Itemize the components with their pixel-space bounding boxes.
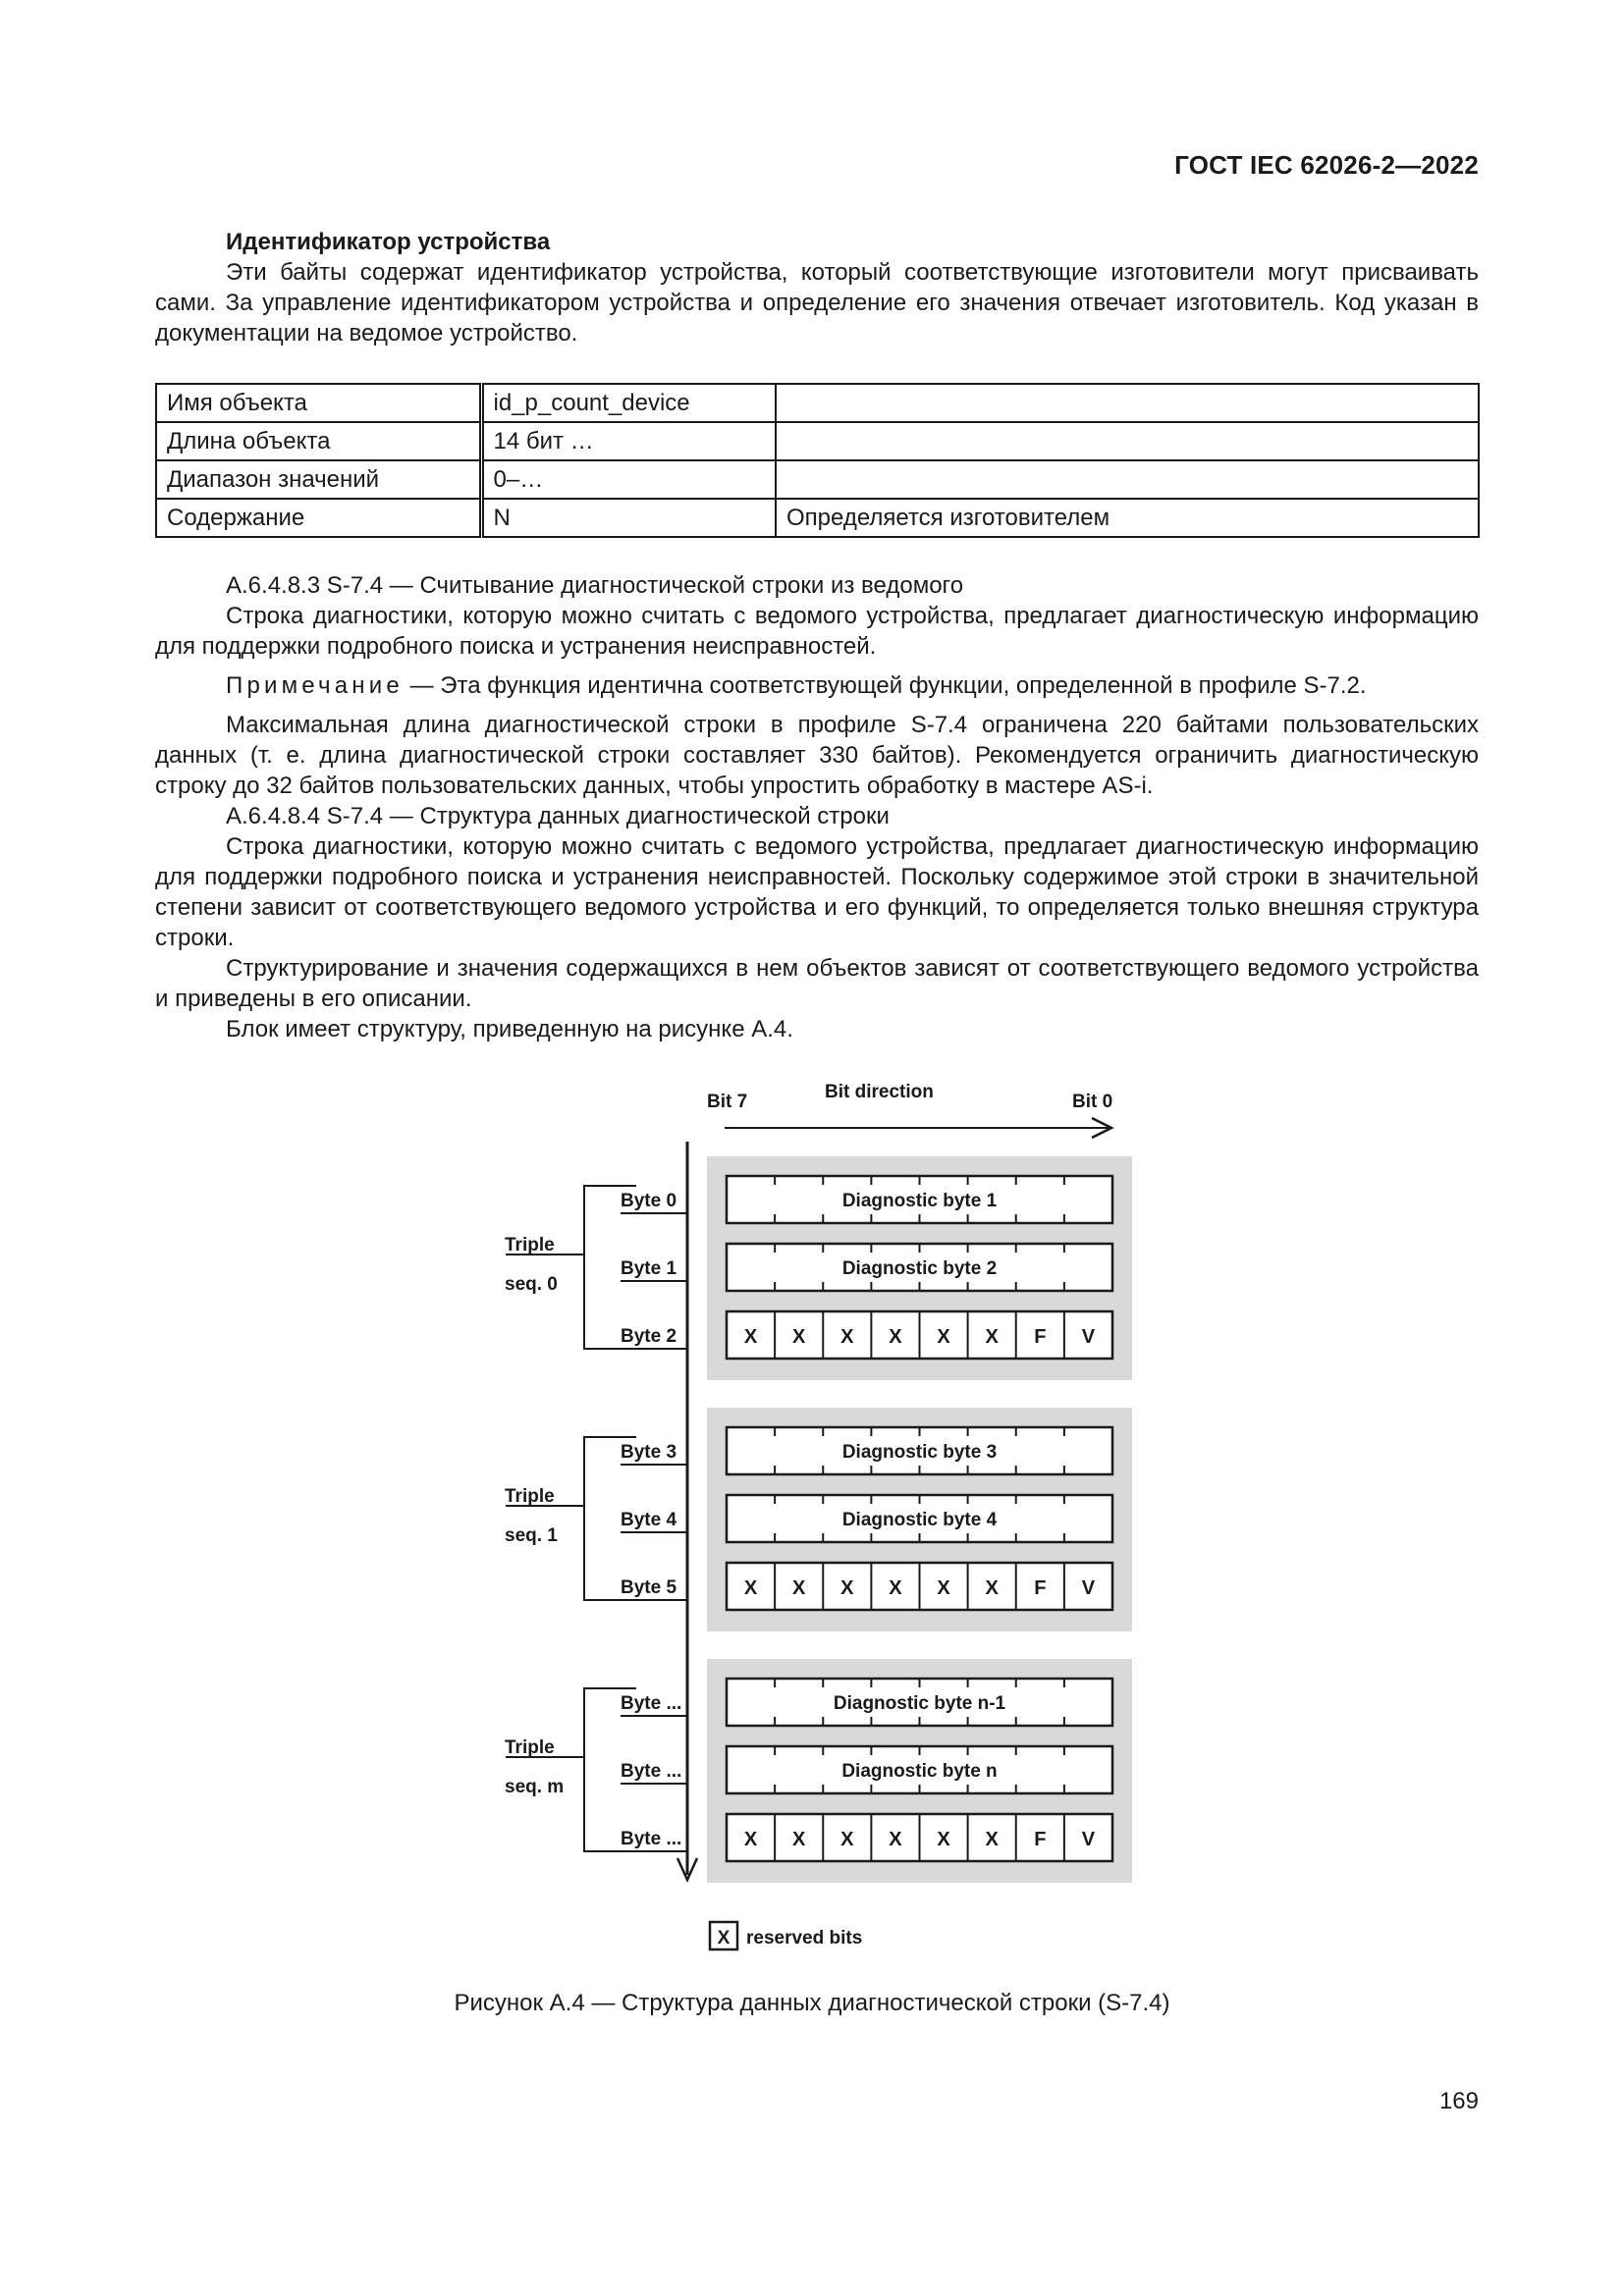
legend-symbol: X bbox=[718, 1928, 731, 1949]
bit-cell-label: X bbox=[840, 1577, 854, 1599]
bit-cell-label: X bbox=[889, 1326, 902, 1348]
bit-cell-label: F bbox=[1034, 1829, 1046, 1850]
clause-a6484: А.6.4.8.4 S-7.4 — Структура данных диагн… bbox=[226, 803, 890, 829]
paragraph-structure: Строка диагностики, которую можно считат… bbox=[155, 833, 1479, 951]
byte-label: Byte 4 bbox=[621, 1510, 677, 1530]
figure-caption: Рисунок А.4 — Структура данных диагности… bbox=[454, 1990, 1170, 2016]
seq-label: seq. 0 bbox=[505, 1274, 558, 1295]
object-label: Имя объекта bbox=[155, 383, 482, 423]
section-paragraph: Эти байты содержат идентификатор устройс… bbox=[155, 259, 1479, 347]
object-note bbox=[775, 421, 1480, 461]
triple-label: Triple bbox=[505, 1235, 555, 1255]
object-value: 14 бит … bbox=[478, 421, 777, 461]
group-bracket bbox=[583, 1185, 636, 1350]
object-note bbox=[775, 383, 1480, 423]
group-bracket bbox=[583, 1436, 636, 1601]
byte-label: Byte 1 bbox=[621, 1258, 677, 1279]
bit-cell-label: X bbox=[889, 1829, 902, 1850]
diagnostic-byte-label: Diagnostic byte 2 bbox=[842, 1258, 997, 1279]
object-label: Содержание bbox=[155, 498, 482, 538]
paragraph-figure-ref: Блок имеет структуру, приведенную на рис… bbox=[226, 1016, 793, 1042]
clause-a6483: А.6.4.8.3 S-7.4 — Считывание диагностиче… bbox=[226, 572, 964, 599]
object-value: N bbox=[478, 498, 777, 538]
bit-cell-label: X bbox=[744, 1577, 758, 1599]
byte-label: Byte ... bbox=[621, 1829, 681, 1849]
bit-cell-label: F bbox=[1034, 1577, 1046, 1599]
byte-label: Byte 5 bbox=[621, 1577, 677, 1598]
object-note bbox=[775, 459, 1480, 500]
bit-lsb-label: Bit 0 bbox=[1072, 1092, 1112, 1112]
diagnostic-byte-label: Diagnostic byte 4 bbox=[842, 1510, 998, 1530]
object-label: Диапазон значений bbox=[155, 459, 482, 500]
legend-box bbox=[708, 1920, 739, 1951]
section-heading: Идентификатор устройства bbox=[226, 229, 551, 255]
page-number: 169 bbox=[1438, 2088, 1479, 2114]
paragraph-objects: Структурирование и значения содержащихся… bbox=[155, 955, 1479, 1012]
seq-label: seq. 1 bbox=[505, 1525, 558, 1546]
note: Примечание — Эта функция идентична соотв… bbox=[155, 670, 1479, 701]
note-text: — Эта функция идентична соответствующей … bbox=[403, 672, 1367, 699]
bit-cell-label: X bbox=[792, 1577, 806, 1599]
body-text: А.6.4.8.3 S-7.4 — Считывание диагностиче… bbox=[155, 570, 1479, 1044]
paragraph-max-length: Максимальная длина диагностической строк… bbox=[155, 712, 1479, 799]
triple-label: Triple bbox=[505, 1486, 555, 1507]
bit-cell-label: V bbox=[1082, 1829, 1096, 1850]
byte-label: Byte ... bbox=[621, 1693, 681, 1714]
bit-direction-label: Bit direction bbox=[825, 1082, 934, 1102]
triple-label: Triple bbox=[505, 1737, 555, 1758]
bit-cell-label: X bbox=[986, 1577, 1000, 1599]
arrow-head-icon bbox=[1091, 1116, 1114, 1140]
bit-msb-label: Bit 7 bbox=[707, 1092, 747, 1112]
legend-text: reserved bits bbox=[746, 1928, 862, 1949]
diagnostic-byte-label: Diagnostic byte 3 bbox=[842, 1442, 997, 1463]
bit-cell-label: F bbox=[1034, 1326, 1046, 1348]
document-id: ГОСТ IEC 62026-2—2022 bbox=[1174, 150, 1479, 180]
note-label: Примечание bbox=[226, 672, 404, 699]
bit-cell-label: X bbox=[840, 1829, 854, 1850]
bit-cell-label: X bbox=[937, 1326, 950, 1348]
bit-cell-label: X bbox=[986, 1326, 1000, 1348]
bit-cell-label: X bbox=[889, 1577, 902, 1599]
byte-label: Byte 0 bbox=[621, 1191, 677, 1211]
diagnostic-byte-label: Diagnostic byte n-1 bbox=[834, 1693, 1006, 1714]
bit-cell-label: X bbox=[986, 1829, 1000, 1850]
bit-cell-label: X bbox=[792, 1829, 806, 1850]
seq-label: seq. m bbox=[505, 1777, 564, 1797]
bit-cell-label: X bbox=[792, 1326, 806, 1348]
bit-cell-label: V bbox=[1082, 1326, 1096, 1348]
object-label: Длина объекта bbox=[155, 421, 482, 461]
bit-cell-label: X bbox=[937, 1577, 950, 1599]
bit-cell-label: X bbox=[937, 1829, 950, 1850]
diagnostic-byte-label: Diagnostic byte n bbox=[841, 1761, 997, 1782]
object-note: Определяется изготовителем bbox=[775, 498, 1480, 538]
device-section: Идентификатор устройства Эти байты содер… bbox=[155, 227, 1479, 348]
paragraph-diag-info: Строка диагностики, которую можно считат… bbox=[155, 603, 1479, 660]
bit-cell-label: X bbox=[744, 1326, 758, 1348]
object-value: id_p_count_device bbox=[478, 383, 777, 423]
bit-cell-label: X bbox=[840, 1326, 854, 1348]
byte-label: Byte 2 bbox=[621, 1326, 677, 1347]
group-bracket bbox=[583, 1687, 636, 1852]
byte-label: Byte ... bbox=[621, 1761, 681, 1782]
bit-cell-label: X bbox=[744, 1829, 758, 1850]
axis-arrow-head-icon bbox=[676, 1857, 699, 1884]
diagnostic-byte-label: Diagnostic byte 1 bbox=[842, 1191, 998, 1211]
object-value: 0–… bbox=[478, 459, 777, 500]
bit-cell-label: V bbox=[1082, 1577, 1096, 1599]
byte-label: Byte 3 bbox=[621, 1442, 677, 1463]
